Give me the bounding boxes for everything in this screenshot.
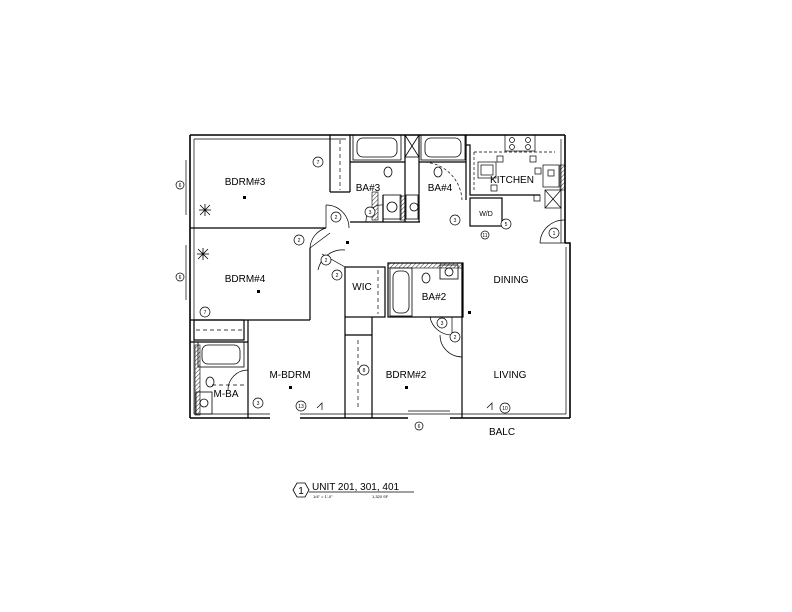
plumbing-fixtures xyxy=(195,134,466,415)
tag-label: 2 xyxy=(298,238,301,244)
drawing-title-text: UNIT 201, 301, 401 xyxy=(312,482,400,493)
drawing-number: 1 xyxy=(298,486,304,497)
tag-label: 13 xyxy=(298,404,304,410)
tag-label: 5 xyxy=(505,222,508,228)
tag-label: 2 xyxy=(325,258,328,264)
tag-label: 3 xyxy=(369,210,372,216)
room-label-m-ba: M-BA xyxy=(214,389,239,400)
tag-label: 2 xyxy=(335,215,338,221)
room-labels: BDRM#3 BDRM#4 BA#3 BA#4 KITCHEN W/D DINI… xyxy=(214,175,534,438)
ceiling-fan-icon xyxy=(199,204,211,216)
tag-label: 1 xyxy=(553,231,556,237)
room-label-bdrm2: BDRM#2 xyxy=(386,370,427,381)
room-label-dining: DINING xyxy=(494,275,529,286)
tag-label: 2 xyxy=(454,335,457,341)
room-label-kitchen: KITCHEN xyxy=(490,175,534,186)
tag-label: 6 xyxy=(179,183,182,189)
tag-label: 3 xyxy=(257,401,260,407)
tag-label: 11 xyxy=(482,233,487,239)
tag-label: 7 xyxy=(317,160,320,166)
hatched-walls xyxy=(194,164,566,416)
ceiling-fan-icon xyxy=(197,248,209,260)
tag-label: 3 xyxy=(441,321,444,327)
tag-label: 6 xyxy=(179,275,182,281)
room-label-bdrm3: BDRM#3 xyxy=(225,177,266,188)
tag-label: 3 xyxy=(454,218,457,224)
electrical-panel-icons xyxy=(316,402,493,410)
room-label-ba4: BA#4 xyxy=(428,183,453,194)
room-label-m-bdrm: M-BDRM xyxy=(269,370,310,381)
keynote-tags xyxy=(175,156,560,431)
tag-label: 2 xyxy=(336,273,339,279)
room-label-living: LIVING xyxy=(494,370,527,381)
room-label-ba2: BA#2 xyxy=(422,292,447,303)
tag-label: 7 xyxy=(204,310,207,316)
room-label-bdrm4: BDRM#4 xyxy=(225,274,266,285)
room-label-ba3: BA#3 xyxy=(356,183,381,194)
drawing-scale: 1/4" = 1'-0" xyxy=(313,494,333,499)
room-label-balc: BALC xyxy=(489,427,515,438)
kitchen-appliances xyxy=(473,134,562,209)
drawing-title: 1 UNIT 201, 301, 401 1/4" = 1'-0" 1,320 … xyxy=(292,482,414,499)
tag-label: 10 xyxy=(502,406,508,412)
smoke-detector-icons xyxy=(243,196,471,389)
room-label-wd: W/D xyxy=(479,211,493,218)
drawing-number-hexagon xyxy=(292,482,310,498)
keynote-tag-labels: 7 2 3 3 2 2 2 7 8 3 2 3 13 10 1 5 11 6 6… xyxy=(179,160,556,430)
tag-label: 8 xyxy=(363,368,366,374)
drawing-area: 1,320 SF xyxy=(372,494,389,499)
room-label-wic: WIC xyxy=(352,282,371,293)
tag-label: 6 xyxy=(418,424,421,430)
